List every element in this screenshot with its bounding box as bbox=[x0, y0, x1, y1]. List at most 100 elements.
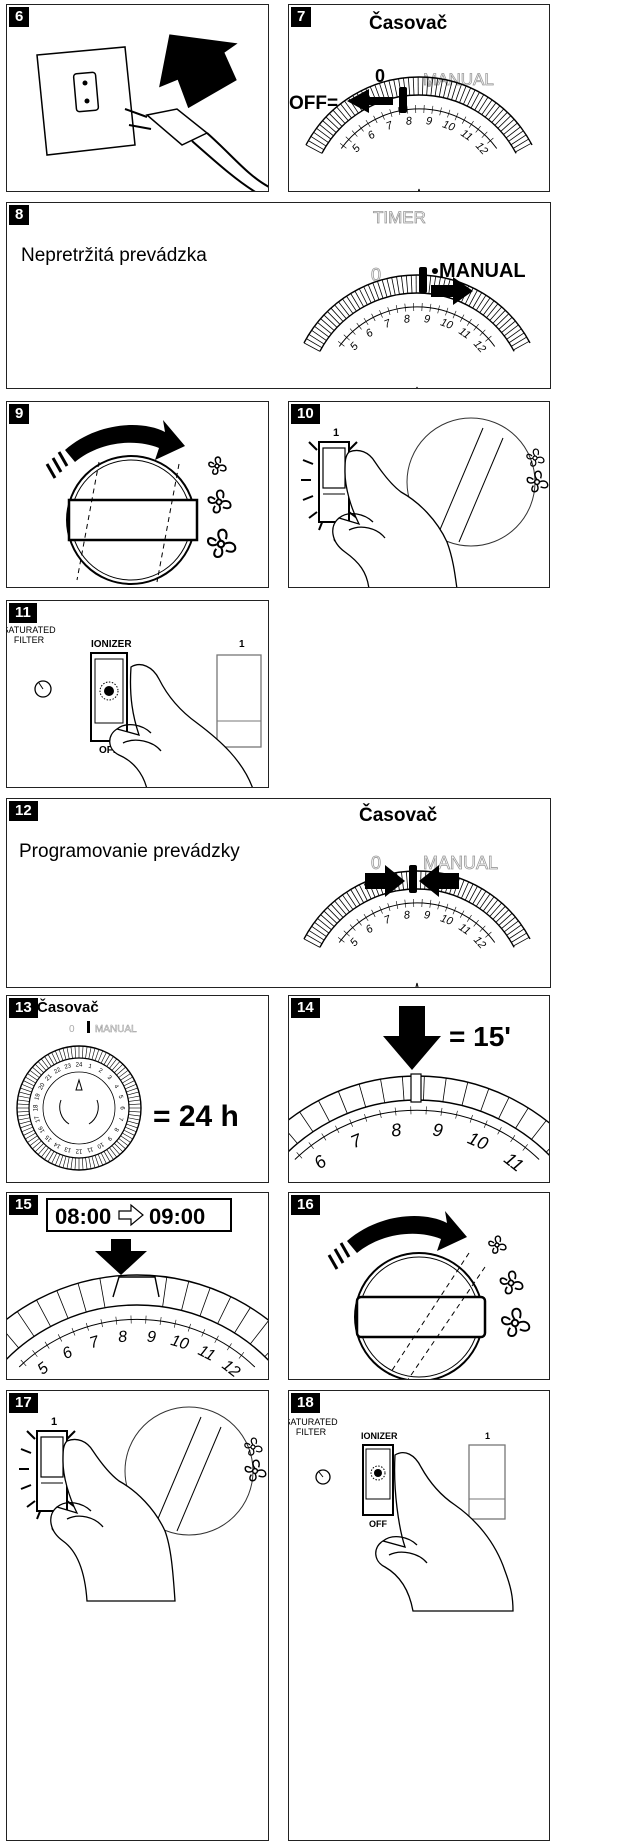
down-arrow-icon bbox=[95, 1239, 147, 1275]
svg-text:15: 15 bbox=[44, 1133, 53, 1142]
svg-text:12: 12 bbox=[471, 338, 488, 355]
fan-icon bbox=[244, 1437, 263, 1456]
step-number: 14 bbox=[291, 998, 320, 1018]
filter-label-1: SATURATED bbox=[7, 625, 56, 635]
fan-icon bbox=[244, 1459, 267, 1482]
svg-text:23: 23 bbox=[64, 1063, 73, 1071]
timer-title: Časovač bbox=[369, 13, 448, 34]
step-18-panel: 18 SATURATED FILTER IONIZER OFF 1 bbox=[288, 1390, 550, 1841]
svg-text:3: 3 bbox=[106, 1075, 113, 1082]
timer-label: TIMER bbox=[373, 208, 426, 227]
equation: = 15' bbox=[449, 1021, 511, 1052]
svg-text:11: 11 bbox=[456, 325, 472, 341]
hand-icon bbox=[332, 449, 458, 587]
svg-text:16: 16 bbox=[38, 1124, 47, 1133]
svg-text:8: 8 bbox=[390, 1120, 403, 1141]
manual-label: MANUAL bbox=[423, 70, 494, 89]
ionizer-label: IONIZER bbox=[91, 639, 132, 650]
svg-text:5: 5 bbox=[348, 936, 362, 949]
svg-text:20: 20 bbox=[38, 1082, 47, 1091]
svg-text:6: 6 bbox=[364, 922, 377, 936]
fan-icon bbox=[526, 448, 545, 467]
timer-title: Časovač bbox=[37, 999, 99, 1016]
fan-icon bbox=[206, 528, 237, 559]
svg-text:6: 6 bbox=[310, 1151, 331, 1174]
svg-text:6: 6 bbox=[364, 326, 377, 340]
manual-label: MANUAL bbox=[423, 853, 498, 873]
fan-icon bbox=[208, 456, 227, 475]
fan-icon bbox=[499, 1270, 524, 1295]
svg-text:12: 12 bbox=[473, 140, 490, 157]
svg-text:8: 8 bbox=[403, 313, 411, 326]
svg-text:7: 7 bbox=[348, 1129, 366, 1152]
zero-label: 0 bbox=[69, 1024, 75, 1035]
rotate-arrow-icon bbox=[45, 420, 185, 479]
svg-text:8: 8 bbox=[403, 909, 411, 922]
step-9-panel: 9 bbox=[6, 401, 269, 588]
step-number: 9 bbox=[9, 404, 30, 424]
filter-label-2: FILTER bbox=[296, 1427, 327, 1437]
step-number: 10 bbox=[291, 404, 320, 424]
fan-icon bbox=[501, 1307, 531, 1337]
svg-text:8: 8 bbox=[112, 1126, 119, 1132]
wall-socket-icon bbox=[36, 46, 136, 156]
svg-text:5: 5 bbox=[348, 340, 362, 353]
svg-text:10: 10 bbox=[439, 316, 455, 332]
power-switch-illustration: 1 0 bbox=[301, 417, 549, 587]
time-to: 09:00 bbox=[149, 1204, 205, 1229]
svg-text:13: 13 bbox=[63, 1145, 72, 1153]
rotate-arrow-icon bbox=[327, 1211, 467, 1270]
off-label: OFF= bbox=[289, 93, 338, 114]
svg-text:11: 11 bbox=[458, 127, 474, 143]
svg-text:11: 11 bbox=[195, 1342, 218, 1365]
svg-text:11: 11 bbox=[500, 1148, 527, 1175]
ionizer-switch-illustration: SATURATED FILTER IONIZER OFF 1 bbox=[7, 625, 262, 787]
ionizer-label: IONIZER bbox=[361, 1431, 398, 1441]
hand-icon bbox=[50, 1438, 176, 1602]
one-label: 1 bbox=[485, 1431, 490, 1441]
knob-rotate-illustration bbox=[327, 1211, 531, 1379]
svg-text:14: 14 bbox=[53, 1140, 62, 1149]
svg-text:7: 7 bbox=[382, 317, 393, 331]
svg-text:9: 9 bbox=[146, 1329, 157, 1347]
timer-title: Časovač bbox=[359, 805, 438, 826]
svg-text:12: 12 bbox=[75, 1147, 82, 1153]
step-number: 12 bbox=[9, 801, 38, 821]
step-8-panel: 8 Nepretržitá prevádzka TIMER 0 MANUAL 5… bbox=[6, 202, 551, 389]
svg-text:6: 6 bbox=[60, 1344, 76, 1363]
svg-text:10: 10 bbox=[95, 1140, 104, 1149]
svg-text:12: 12 bbox=[471, 934, 488, 951]
zero-label: 0 bbox=[375, 66, 385, 86]
ionizer-switch-illustration: SATURATED FILTER IONIZER OFF 1 bbox=[289, 1417, 514, 1612]
plug-socket-illustration bbox=[36, 34, 268, 191]
zero-label: 0 bbox=[371, 265, 381, 285]
hand-icon bbox=[375, 1452, 514, 1612]
left-arrow-icon bbox=[347, 89, 393, 113]
equation: = 24 h bbox=[153, 1100, 239, 1133]
svg-text:10: 10 bbox=[169, 1332, 191, 1353]
step-number: 17 bbox=[9, 1393, 38, 1413]
svg-text:7: 7 bbox=[116, 1117, 123, 1122]
fan-icon bbox=[526, 470, 549, 493]
ionizer-dot-icon bbox=[104, 686, 114, 696]
svg-text:9: 9 bbox=[423, 909, 431, 922]
off-label: OFF bbox=[99, 745, 119, 756]
down-arrow-icon bbox=[383, 1006, 441, 1070]
svg-text:9: 9 bbox=[432, 1120, 445, 1141]
svg-text:7: 7 bbox=[382, 913, 393, 927]
manual-label: MANUAL bbox=[439, 260, 526, 282]
ionizer-dot-icon bbox=[374, 1469, 382, 1477]
step-number: 16 bbox=[291, 1195, 320, 1215]
step-number: 15 bbox=[9, 1195, 38, 1215]
svg-text:11: 11 bbox=[456, 921, 472, 937]
